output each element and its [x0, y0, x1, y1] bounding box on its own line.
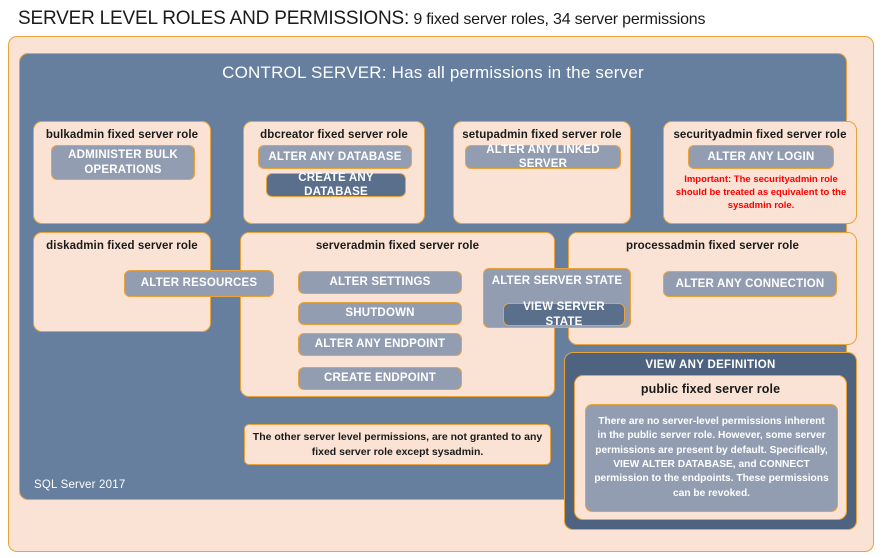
permission-alter-any-connection: ALTER ANY CONNECTION: [663, 271, 837, 297]
page-title: SERVER LEVEL ROLES AND PERMISSIONS: 9 fi…: [18, 8, 705, 30]
securityadmin-role-label: securityadmin fixed server role: [673, 129, 847, 141]
permission-view-any-definition: VIEW ANY DEFINITION: [645, 359, 776, 371]
permission-create-any-database: CREATE ANY DATABASE: [266, 172, 406, 198]
page-title-strong: SERVER LEVEL ROLES AND PERMISSIONS:: [18, 8, 410, 29]
permission-view-server-state: VIEW SERVER STATE: [503, 301, 625, 328]
bulkadmin-role-label: bulkadmin fixed server role: [45, 129, 199, 141]
serveradmin-role-label: serveradmin fixed server role: [315, 240, 480, 252]
public-role-note: There are no server-level permissions in…: [585, 404, 838, 512]
permission-shutdown: SHUTDOWN: [298, 302, 462, 325]
diskadmin-role-label: diskadmin fixed server role: [46, 240, 198, 252]
setupadmin-role-label: setupadmin fixed server role: [462, 129, 622, 141]
processadmin-role-label: processadmin fixed server role: [625, 240, 800, 252]
role-box-bulkadmin: bulkadmin fixed server role ADMINISTER B…: [33, 121, 211, 224]
page-title-sub: 9 fixed server roles, 34 server permissi…: [409, 11, 706, 28]
role-box-dbcreator: dbcreator fixed server role ALTER ANY DA…: [243, 121, 425, 224]
role-box-public: public fixed server role There are no se…: [574, 375, 847, 520]
permission-administer-bulk-operations: ADMINISTER BULK OPERATIONS: [51, 145, 195, 180]
role-box-setupadmin: setupadmin fixed server role ALTER ANY L…: [453, 121, 631, 224]
permission-alter-settings: ALTER SETTINGS: [298, 271, 462, 294]
public-role-label: public fixed server role: [640, 382, 781, 396]
role-box-securityadmin: securityadmin fixed server role ALTER AN…: [663, 121, 857, 224]
permission-alter-any-endpoint: ALTER ANY ENDPOINT: [298, 333, 462, 356]
other-permissions-note: The other server level permissions, are …: [244, 424, 551, 465]
permission-alter-any-login: ALTER ANY LOGIN: [688, 145, 834, 169]
dbcreator-role-label: dbcreator fixed server role: [260, 129, 408, 141]
view-any-definition-container: VIEW ANY DEFINITION public fixed server …: [564, 352, 857, 530]
permission-alter-any-linked-server: ALTER ANY LINKED SERVER: [465, 144, 621, 170]
permission-alter-any-database: ALTER ANY DATABASE: [258, 145, 412, 169]
control-server-label: CONTROL SERVER: Has all permissions in t…: [222, 63, 644, 82]
sql-server-version-label: SQL Server 2017: [34, 479, 126, 491]
securityadmin-warning-note: Important: The securityadmin role should…: [675, 174, 847, 211]
permission-alter-resources: ALTER RESOURCES: [124, 270, 274, 297]
permission-create-endpoint: CREATE ENDPOINT: [298, 367, 462, 390]
